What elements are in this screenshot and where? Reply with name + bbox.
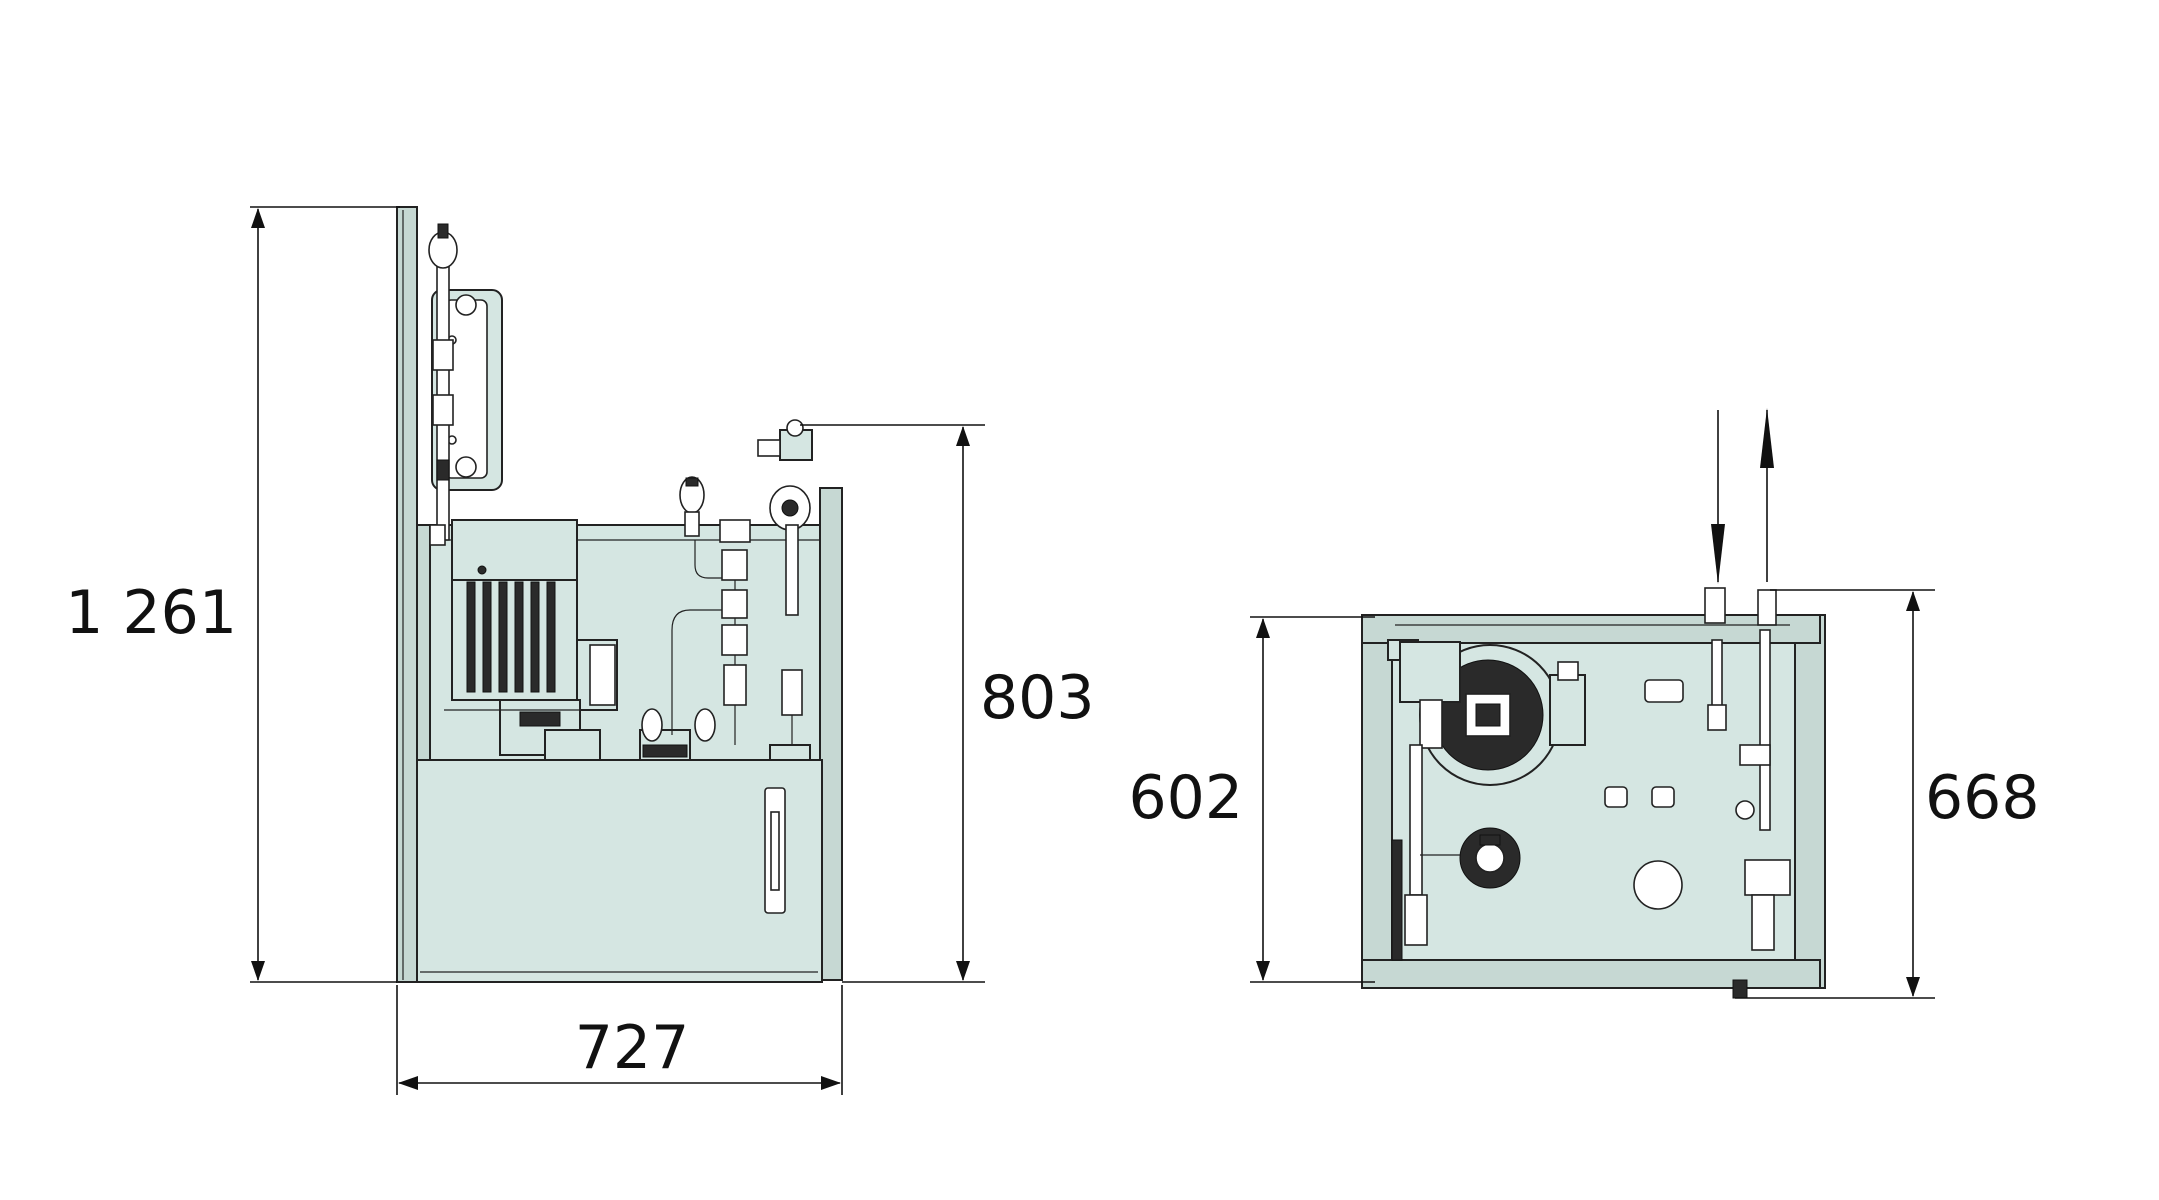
tank-height-label: 803 xyxy=(980,663,1095,733)
plan-depth-outer-label: 668 xyxy=(1925,763,2040,833)
filler-cap xyxy=(1633,860,1683,910)
dimensions: 1 261 803 727 602 668 xyxy=(65,206,2040,1095)
motor-fins xyxy=(466,581,556,693)
plan-view xyxy=(1361,408,1826,999)
width-label: 727 xyxy=(575,1013,690,1083)
front-panel xyxy=(819,487,843,981)
back-panel xyxy=(396,206,418,983)
electric-motor xyxy=(451,519,578,581)
oil-tank xyxy=(416,759,823,983)
filters xyxy=(639,708,716,761)
side-view xyxy=(396,206,843,983)
total-height-label: 1 261 xyxy=(65,578,237,648)
plan-depth-inner-label: 602 xyxy=(1128,763,1243,833)
